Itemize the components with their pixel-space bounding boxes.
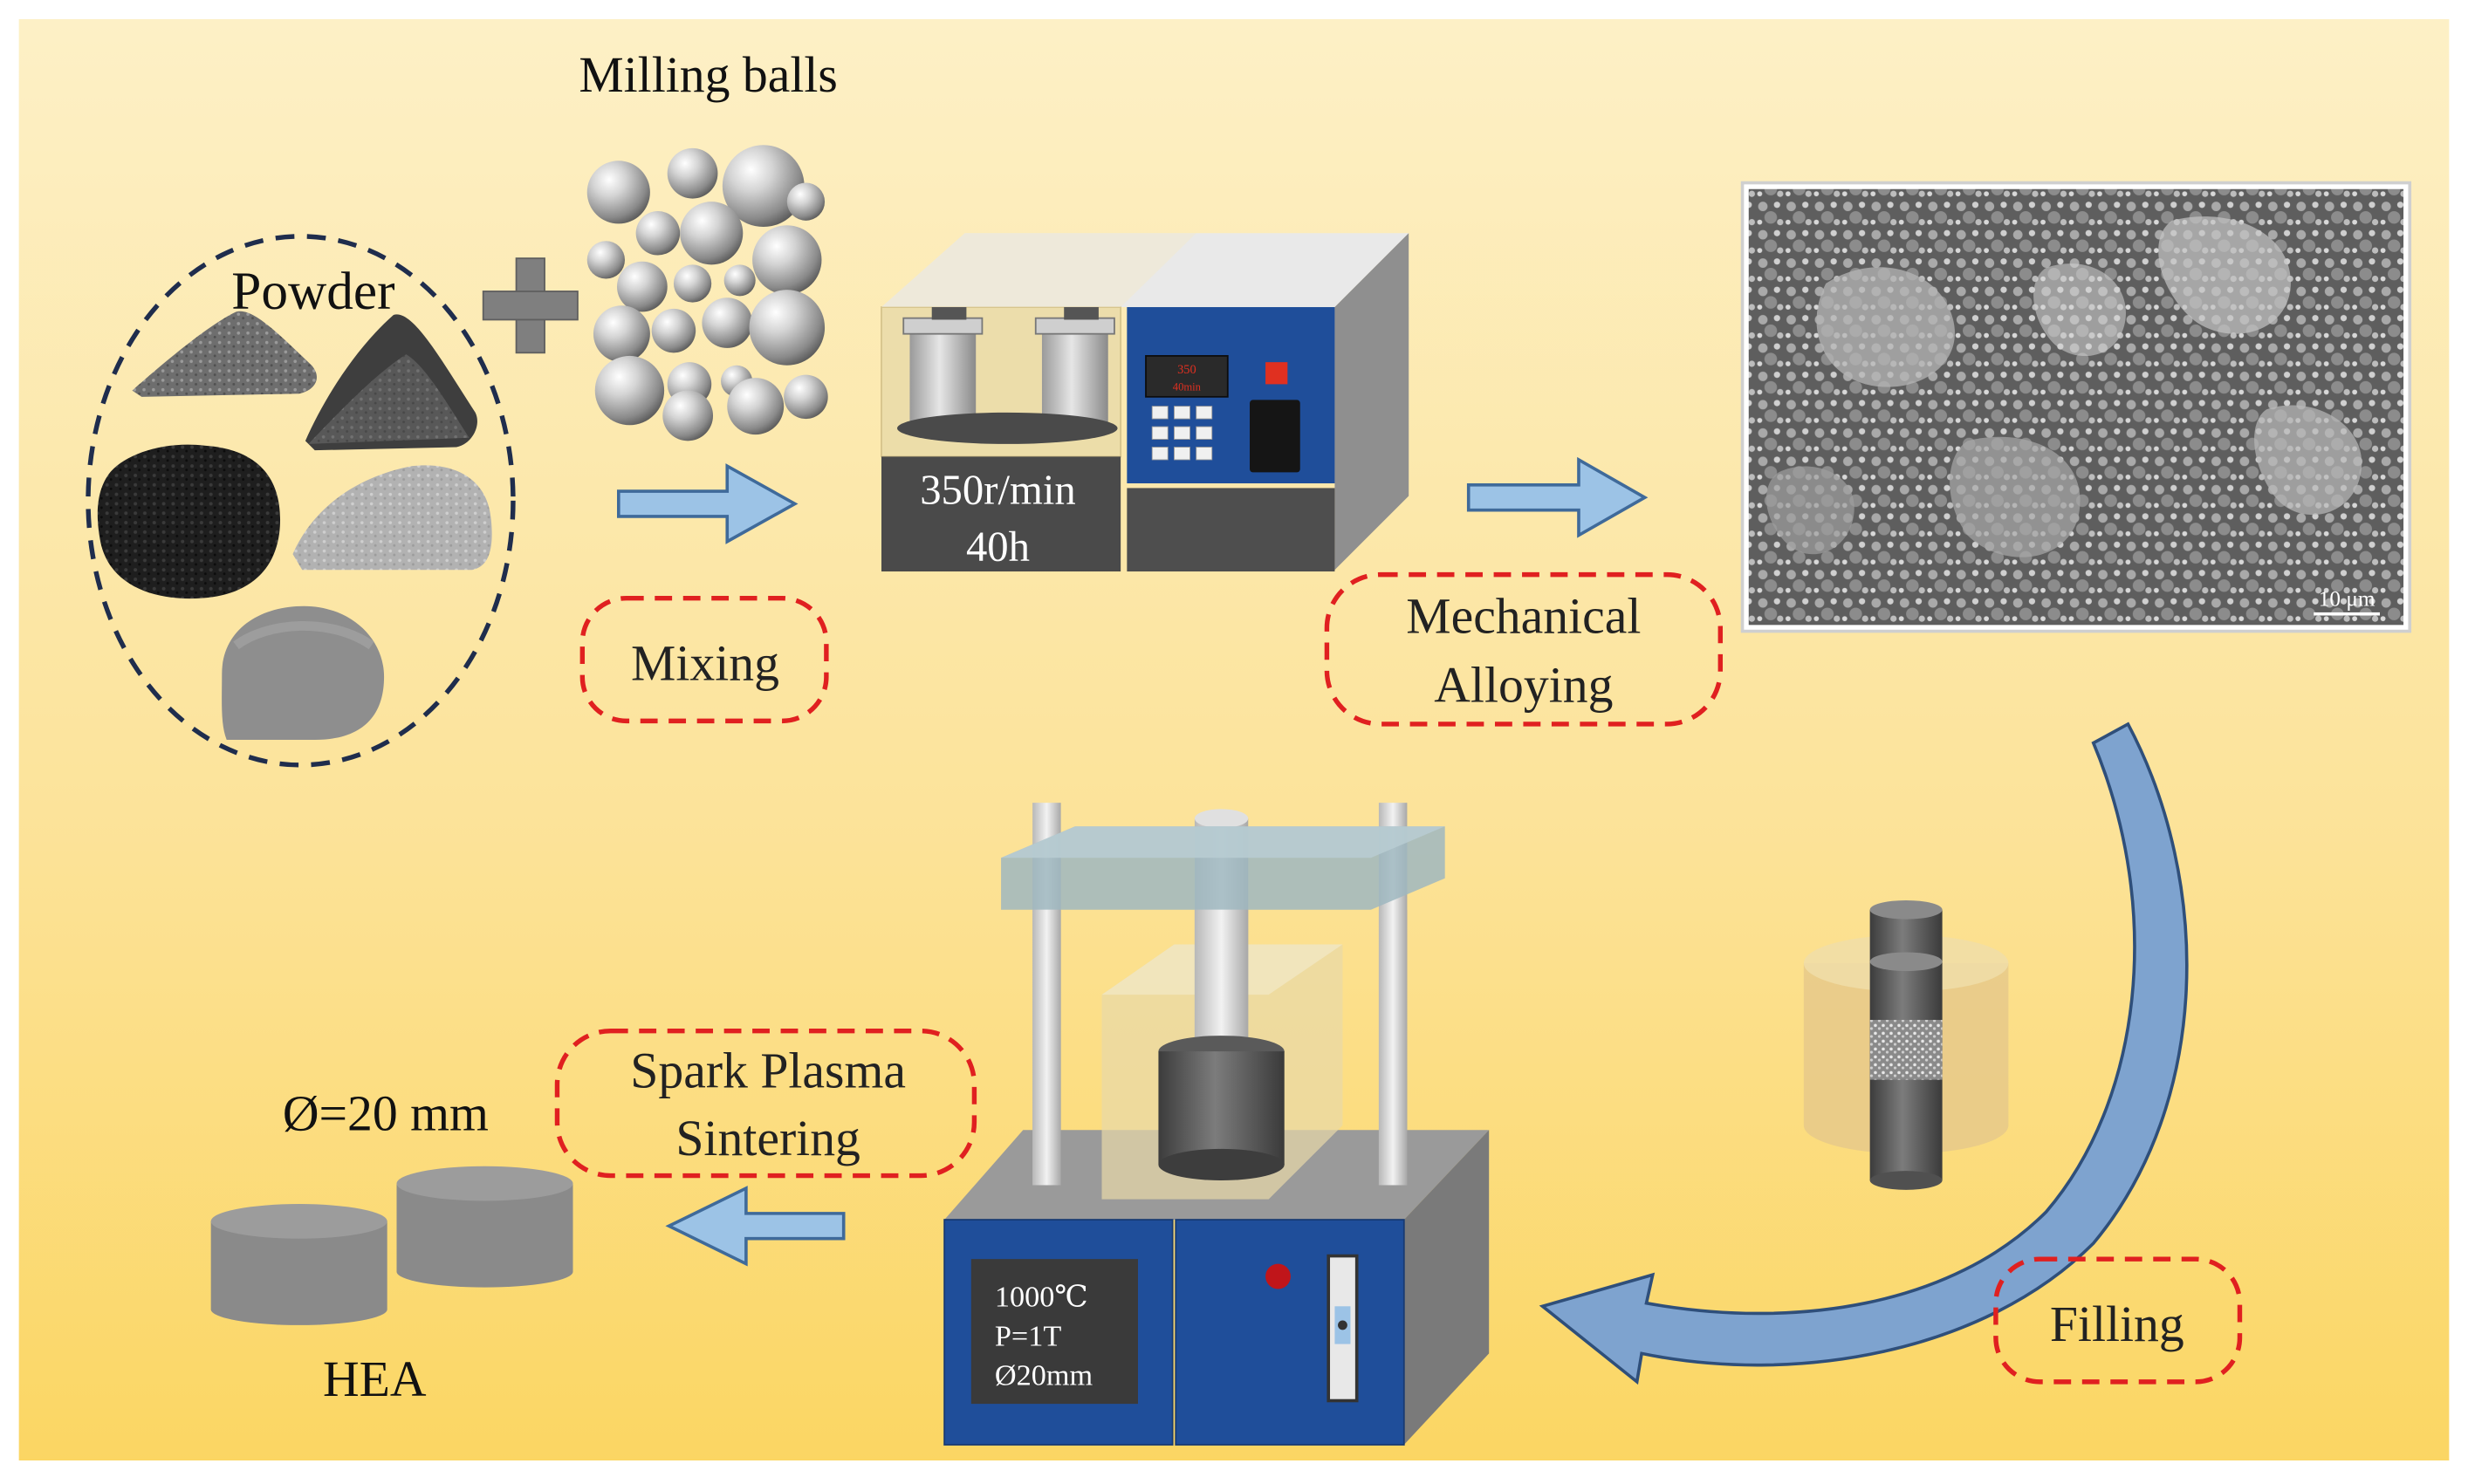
sps-diameter-label: Ø20mm <box>995 1358 1093 1392</box>
powder-pile-grey <box>132 311 317 397</box>
curved-arrow-filling <box>1539 721 2189 1385</box>
mill-time-label: 40h <box>966 523 1030 570</box>
sps-die-bottom <box>1158 1148 1285 1180</box>
die-punch-upper-edge <box>1869 952 1943 972</box>
sps-panel-right <box>1175 1219 1405 1446</box>
mill-keypad <box>1151 406 1213 461</box>
hea-disc-back-top <box>396 1166 573 1201</box>
powder-sample <box>1869 1020 1943 1080</box>
sps-top-plate-face <box>1001 826 1445 858</box>
filling-label: Filling <box>2050 1297 2184 1352</box>
sps-column-left-lower <box>1032 909 1061 1186</box>
mill-display-line2: 40min <box>1173 381 1202 393</box>
powder-ball-grey <box>222 605 385 740</box>
mill-jar-left-lid <box>902 317 984 335</box>
sps-column-right-lower <box>1378 909 1408 1186</box>
mill-base-left <box>881 456 1121 572</box>
mill-side-face <box>1334 233 1409 571</box>
sps-temp-label: 1000℃ <box>995 1280 1088 1313</box>
die-punch-top <box>1869 899 1943 920</box>
sps-gauge-needle <box>1338 1320 1347 1330</box>
mechanical-alloying-line1: Mechanical <box>1406 589 1641 644</box>
mill-display-line1: 350 <box>1177 363 1196 377</box>
arrow-right-alloying <box>1466 456 1649 538</box>
sps-label-line2: Sintering <box>675 1111 860 1166</box>
arrow-left-sintering <box>665 1186 846 1267</box>
mill-turntable <box>897 412 1118 444</box>
hea-disc-back <box>396 1183 573 1288</box>
powder-group: Powder <box>86 234 516 768</box>
hea-disc-front <box>210 1221 387 1325</box>
powder-label: Powder <box>231 262 394 321</box>
plus-icon <box>482 257 579 354</box>
graphite-die <box>1803 899 2009 1190</box>
hea-disc-front-top <box>210 1204 387 1239</box>
sps-dashed-frame <box>554 1028 977 1179</box>
arrow-right-mixing <box>617 463 799 544</box>
powder-pile-dark-grey-texture <box>308 354 470 444</box>
powder-pile-light-grey <box>292 465 492 571</box>
powder-pile-black <box>97 444 281 599</box>
mill-jar-left-knob <box>931 307 967 320</box>
powder-dashed-outline <box>86 234 516 768</box>
sps-pressure-label: P=1T <box>995 1319 1061 1352</box>
sps-label-line1: Spark Plasma <box>630 1044 906 1099</box>
ball-mill-machine: 350r/min 40h 350 40min <box>881 233 1409 572</box>
powder-ball-highlight <box>233 621 374 650</box>
milling-balls-cluster <box>586 145 828 441</box>
mixing-dashed-frame <box>579 595 829 724</box>
mill-jar-right <box>1041 327 1108 426</box>
sps-upper-ram-top <box>1194 809 1249 828</box>
sps-upper-ram-lower <box>1194 909 1249 1052</box>
mill-jar-right-lid <box>1034 317 1115 335</box>
hea-label: HEA <box>323 1352 427 1407</box>
sem-scale-label: 10 μm <box>2319 587 2375 612</box>
sps-indicator-light <box>1265 1263 1291 1289</box>
sps-display <box>970 1259 1138 1405</box>
mill-base-right <box>1127 488 1335 572</box>
mechanical-alloying-line2: Alloying <box>1434 659 1613 714</box>
sps-machine: 1000℃ P=1T Ø20mm <box>943 803 1490 1446</box>
sps-die <box>1158 1051 1285 1165</box>
sps-base-side <box>1403 1130 1490 1445</box>
filling-dashed-frame <box>1993 1256 2243 1385</box>
die-punch-bottom <box>1869 1171 1943 1190</box>
mill-display-screen <box>1145 355 1229 398</box>
diameter-label: Ø=20 mm <box>283 1086 489 1141</box>
mill-jar-right-knob <box>1064 307 1099 320</box>
milling-balls-label: Milling balls <box>579 48 838 103</box>
mill-indicator-light <box>1265 362 1288 385</box>
hea-discs <box>210 1166 573 1325</box>
mill-jar-left <box>909 327 977 426</box>
mill-slot <box>1250 400 1300 473</box>
mill-speed-label: 350r/min <box>920 466 1076 513</box>
sem-scale-bar <box>2314 612 2380 616</box>
mechanical-alloying-dashed-frame <box>1324 571 1724 727</box>
mixing-label: Mixing <box>631 636 779 691</box>
sem-micrograph: 10 μm <box>1740 181 2412 633</box>
mill-chamber-top <box>881 233 1196 308</box>
